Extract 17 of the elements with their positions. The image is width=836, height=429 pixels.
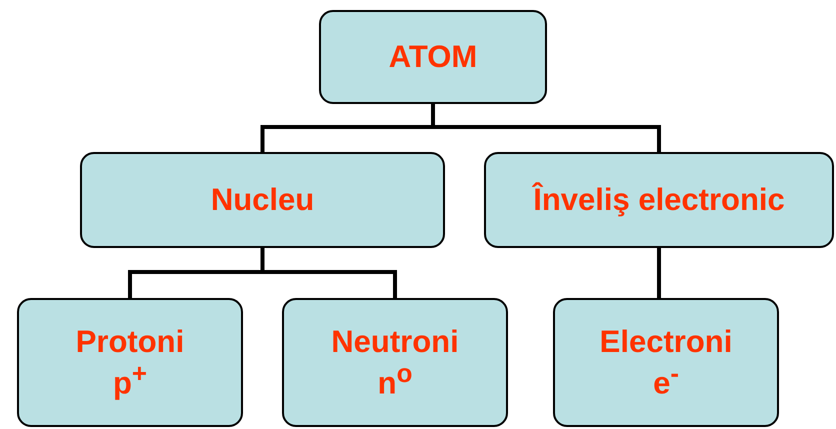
- node-label: Neutroni: [331, 324, 459, 360]
- concept-box: [282, 298, 508, 427]
- connector-line: [657, 248, 661, 298]
- connector-line: [431, 104, 661, 152]
- node-label: Protoni: [76, 324, 184, 360]
- node-label: Înveliş electronic: [533, 182, 785, 218]
- concept-box: [80, 152, 445, 248]
- particle-symbol: p$^{+}$: [112, 360, 148, 401]
- particle-symbol: n$^{o}$: [378, 360, 412, 401]
- node-label: Electroni: [600, 324, 732, 360]
- concept-box: [484, 152, 834, 248]
- concept-box: [17, 298, 243, 427]
- concept-box: [553, 298, 779, 427]
- node-label: ATOM: [388, 39, 478, 75]
- concept-box: [319, 10, 547, 104]
- node-label: Nucleu: [210, 182, 314, 218]
- particle-symbol: e$^{-}$: [653, 360, 679, 401]
